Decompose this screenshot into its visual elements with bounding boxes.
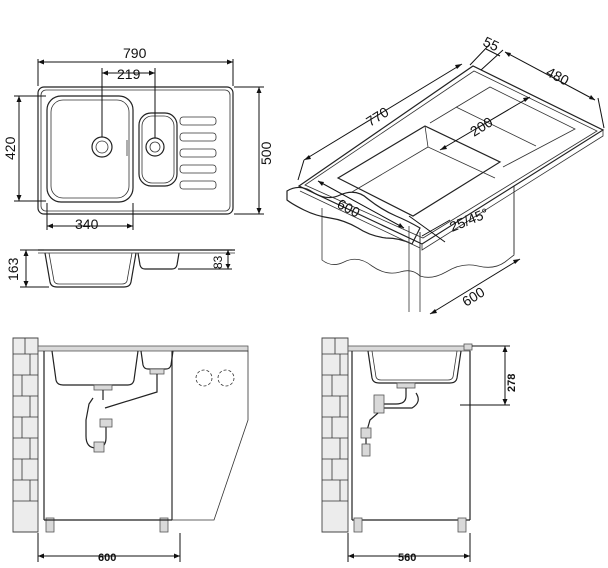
dim-sink-depth: 163 bbox=[5, 257, 21, 281]
dim-bowl-width: 340 bbox=[75, 216, 99, 232]
isometric-view: 55 480 770 200 600 25/45° 600 bbox=[286, 33, 605, 315]
wall-left bbox=[12, 337, 39, 533]
dim-iso-angle: 25/45° bbox=[447, 205, 491, 235]
dim-overall-width: 790 bbox=[123, 45, 147, 61]
small-bowl bbox=[138, 112, 178, 187]
dim-iso-front-width: 600 bbox=[335, 196, 363, 221]
small-drain bbox=[145, 137, 165, 157]
wall-right bbox=[321, 337, 349, 533]
large-drain bbox=[91, 136, 113, 158]
dim-iso-bowl-width: 200 bbox=[467, 113, 495, 139]
dim-front-cabinet-width: 600 bbox=[98, 552, 116, 564]
dim-overall-depth: 500 bbox=[258, 141, 274, 165]
dim-drain-spacing: 219 bbox=[117, 66, 141, 82]
dim-iso-cabinet-width: 600 bbox=[459, 283, 487, 309]
side-profile: 163 83 bbox=[5, 249, 235, 288]
top-view: 790 219 420 500 340 bbox=[2, 45, 274, 232]
front-section: 600 bbox=[12, 337, 249, 564]
sink-outline bbox=[37, 86, 234, 215]
large-bowl bbox=[46, 95, 134, 203]
dim-iso-thickness: 55 bbox=[481, 33, 502, 54]
dim-side-height: 278 bbox=[506, 374, 518, 392]
dim-side-cabinet-depth: 560 bbox=[398, 552, 416, 564]
drainboard bbox=[179, 116, 217, 190]
side-section: 278 560 bbox=[321, 337, 518, 564]
dim-small-bowl-depth: 83 bbox=[211, 255, 225, 269]
dim-bowl-height: 420 bbox=[2, 136, 18, 160]
